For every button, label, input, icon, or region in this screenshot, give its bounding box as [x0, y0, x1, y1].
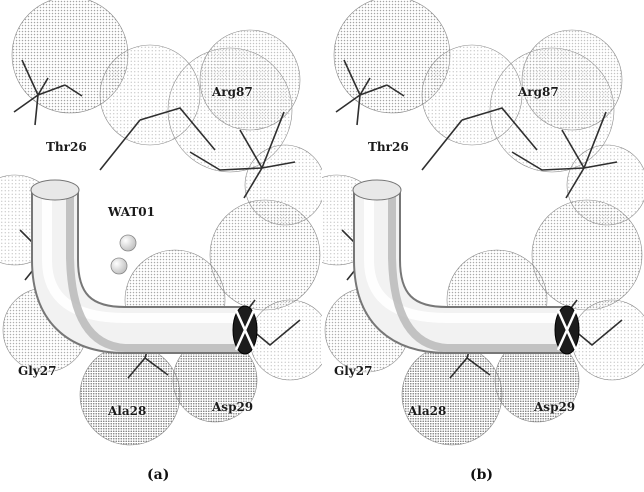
residue-label-gly27: Gly27 — [18, 364, 56, 378]
molecular-surface-scene-b — [322, 0, 644, 492]
residue-label-arg87: Arg87 — [212, 85, 253, 99]
residue-label-gly27: Gly27 — [334, 364, 372, 378]
residue-label-ala28: Ala28 — [408, 404, 446, 418]
panel-a: Thr26 Arg87 WAT01 Gly27 Ala28 Asp29 (a) — [0, 0, 322, 492]
molecular-surface-scene-a — [0, 0, 322, 492]
residue-label-arg87: Arg87 — [518, 85, 559, 99]
residue-label-asp29: Asp29 — [534, 400, 575, 414]
residue-label-ala28: Ala28 — [108, 404, 146, 418]
water-label-wat01: WAT01 — [108, 205, 155, 219]
panel-b: Thr26 Arg87 Gly27 Ala28 Asp29 (b) — [322, 0, 644, 492]
panel-caption-b: (b) — [470, 467, 493, 483]
water-molecules — [111, 235, 136, 274]
residue-label-asp29: Asp29 — [212, 400, 253, 414]
panel-caption-a: (a) — [147, 467, 169, 483]
residue-label-thr26: Thr26 — [46, 140, 87, 154]
residue-label-thr26: Thr26 — [368, 140, 409, 154]
